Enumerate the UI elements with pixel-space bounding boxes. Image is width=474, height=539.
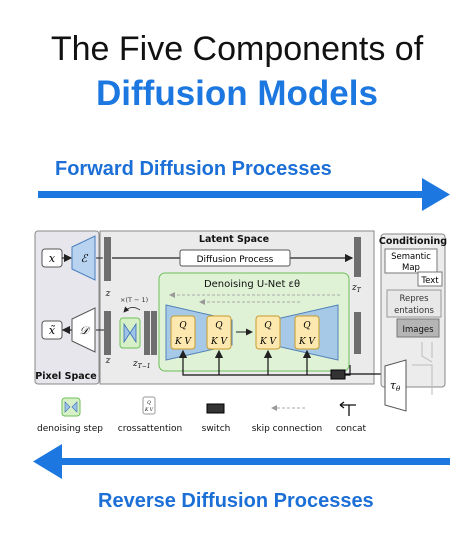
conditioning-label: Conditioning [379, 236, 447, 247]
legend: denoising step Q K V crossattention swit… [37, 396, 367, 434]
svg-text:K V: K V [174, 337, 193, 347]
title-line-2: Diffusion Models [96, 74, 378, 113]
semantic-map-box [384, 248, 438, 274]
z-label-top: z [105, 289, 111, 299]
legend-denoising-step-icon [61, 397, 81, 417]
tau-symbol: τθ [390, 379, 401, 393]
x-symbol: x [49, 252, 56, 265]
legend-crossattention: crossattention [118, 424, 182, 434]
legend-concat-icon [340, 404, 356, 416]
title-line-1: The Five Components of [50, 30, 424, 68]
diffusion-process-label: Diffusion Process [197, 255, 274, 265]
zT1-label: zT−1 [132, 359, 151, 370]
zT-label: zT [351, 283, 362, 294]
svg-text:Q: Q [264, 321, 272, 331]
legend-skip-connection: skip connection [252, 424, 323, 434]
svg-text:Q: Q [215, 321, 223, 331]
z-bar-top [104, 237, 111, 281]
x-tilde-symbol: x̃ [49, 324, 56, 337]
qkv-block-1: Q K V [170, 315, 196, 350]
svg-text:Q: Q [179, 321, 187, 331]
svg-text:Q: Q [147, 400, 151, 406]
representations-label-2: entations [394, 306, 434, 316]
zT1-bar-a [144, 311, 150, 355]
svg-text:K V: K V [144, 407, 154, 413]
z-label-bottom: z [105, 356, 111, 366]
qkv-block-4: Q K V [294, 315, 320, 350]
legend-switch: switch [202, 424, 231, 434]
switch-icon [330, 369, 346, 380]
svg-text:K V: K V [298, 337, 317, 347]
repeat-label: ×(T − 1) [120, 296, 148, 304]
text-box [417, 271, 443, 287]
images-label: Images [402, 325, 434, 335]
reverse-arrow [33, 444, 450, 479]
unet-label: Denoising U-Net εθ [204, 279, 300, 290]
zT-bar-top [354, 237, 361, 277]
legend-concat: concat [336, 424, 367, 434]
forward-arrow [38, 178, 450, 211]
zT1-bar-b [151, 311, 157, 355]
semantic-map-label-2: Map [402, 263, 420, 273]
svg-text:K V: K V [210, 337, 229, 347]
images-box [396, 318, 440, 338]
qkv-block-3: Q K V [255, 315, 281, 350]
decoder-block [71, 307, 96, 353]
qkv-block-2: Q K V [206, 315, 232, 350]
z-bar-bottom [104, 311, 111, 355]
decoder-symbol: 𝒟 [80, 324, 91, 337]
representations-label-1: Repres [399, 294, 429, 304]
encoder-block [71, 235, 96, 281]
svg-text:K V: K V [259, 337, 278, 347]
semantic-map-label-1: Semantic [391, 252, 431, 262]
legend-crossattention-icon [142, 396, 156, 415]
latent-space-label: Latent Space [199, 234, 269, 245]
forward-diffusion-label: Forward Diffusion Processes [55, 158, 332, 180]
reverse-diffusion-label: Reverse Diffusion Processes [98, 490, 374, 512]
zT-bar-bottom [354, 312, 361, 354]
encoder-symbol: ℰ [81, 252, 89, 265]
legend-switch-icon [206, 403, 225, 414]
tau-encoder-block [384, 359, 407, 412]
legend-denoising-step: denoising step [37, 424, 103, 434]
svg-text:Q: Q [303, 321, 311, 331]
diffusion-process-box [179, 249, 291, 267]
pixel-space-label: Pixel Space [35, 371, 96, 382]
text-label: Text [420, 276, 439, 286]
representations-box [386, 289, 442, 318]
